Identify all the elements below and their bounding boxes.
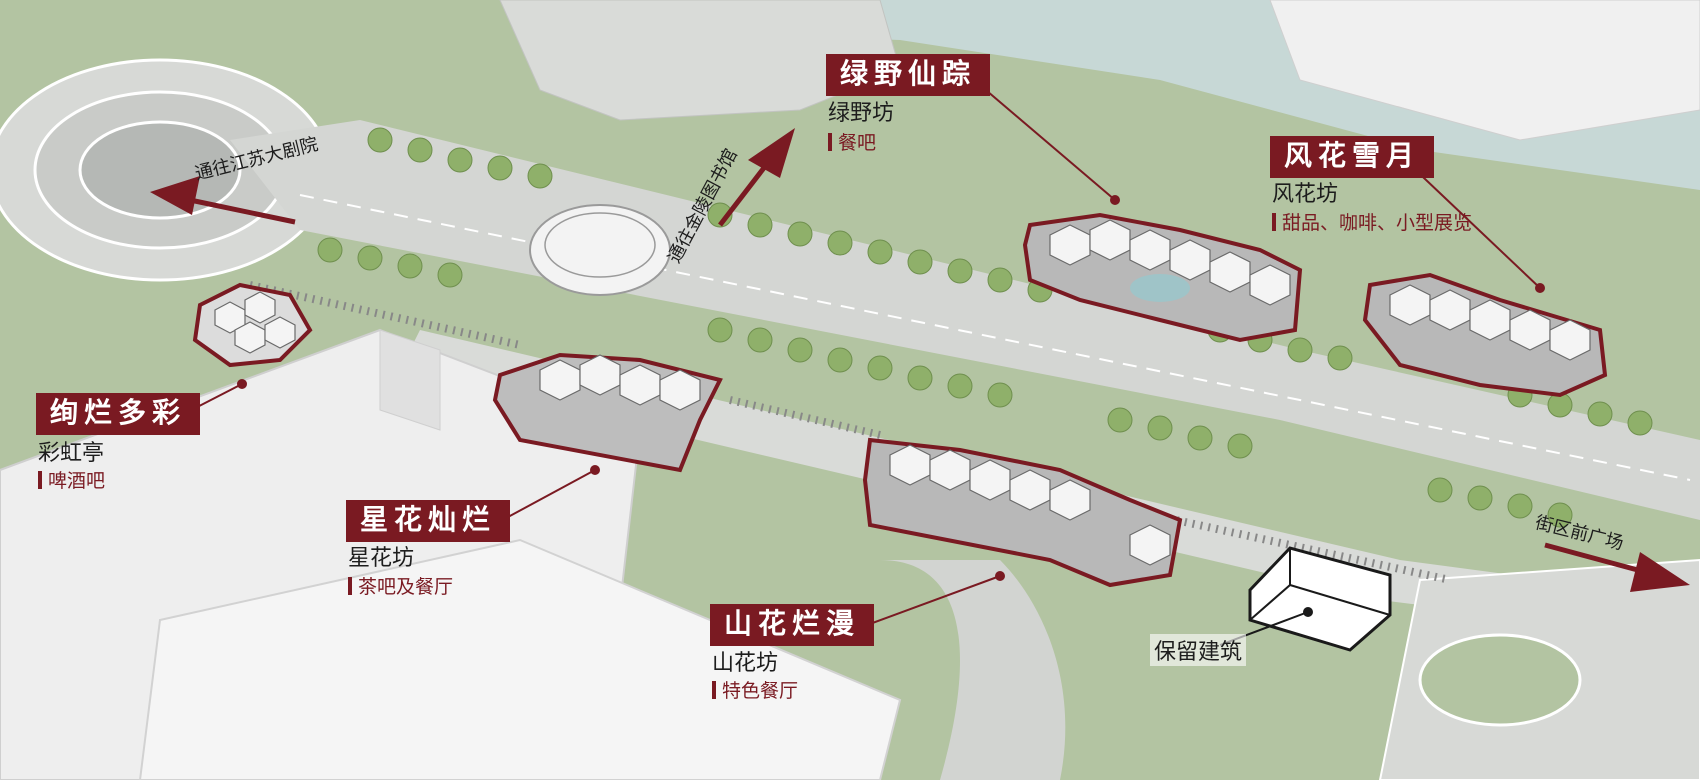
- function-lvye-text: 餐吧: [838, 132, 877, 154]
- arrow-to-theatre-head: [150, 176, 200, 215]
- title-fenghua: 风花雪月: [1270, 136, 1435, 178]
- function-rainbow: 啤酒吧: [38, 466, 105, 493]
- callout-dots: [237, 195, 1545, 617]
- water-building: [1269, 0, 1700, 141]
- reserved-building-roof-edge: [1249, 548, 1391, 621]
- top-building: [499, 0, 901, 121]
- building-block-c: [138, 538, 902, 780]
- curved-road: [880, 560, 1066, 780]
- name-fenghua: 风花坊: [1272, 182, 1339, 207]
- pavilion-lvye-canopies: [1049, 219, 1291, 306]
- name-shanhua: 山花坊: [712, 651, 779, 676]
- function-xinghua: 茶吧及餐厅: [348, 572, 453, 599]
- name-lvye: 绿野坊: [828, 101, 895, 126]
- tree-row-upper: [367, 127, 1653, 436]
- title-shanhua: 山花烂漫: [710, 604, 875, 646]
- arrow-to-plaza-head: [1630, 552, 1690, 592]
- pavilion-xinghua-canopies: [539, 354, 701, 411]
- arrow-to-library: [718, 158, 772, 227]
- avenue-lane: [299, 194, 1691, 481]
- pavilion-shanhua-canopies: [889, 444, 1171, 566]
- arrow-to-plaza: [1544, 542, 1646, 575]
- building-block-b: [379, 329, 441, 431]
- pavilion-rainbow-canopies: [214, 291, 296, 354]
- roundabout-inner: [78, 120, 242, 220]
- function-fenghua: 甜品、咖啡、小型展览: [1272, 208, 1472, 235]
- name-xinghua: 星花坊: [348, 546, 415, 571]
- canopy-string: [249, 281, 1451, 584]
- title-lvye: 绿野仙踪: [826, 54, 991, 96]
- function-lvye: 餐吧: [828, 128, 876, 155]
- pavilion-fenghua-canopies: [1389, 284, 1591, 361]
- rotunda-inner: [544, 212, 656, 278]
- rotunda: [529, 204, 671, 296]
- arrow-to-library-head: [748, 128, 795, 178]
- arrow-to-theatre: [189, 197, 296, 225]
- name-rainbow: 彩虹亭: [38, 441, 105, 466]
- title-rainbow: 绚烂多彩: [36, 393, 201, 435]
- function-fenghua-text: 甜品、咖啡、小型展览: [1282, 212, 1473, 234]
- title-xinghua: 星花灿烂: [346, 500, 511, 542]
- function-shanhua-text: 特色餐厅: [722, 680, 799, 702]
- tree-row-middle: [317, 237, 1573, 528]
- reserved-building-label: 保留建筑: [1150, 634, 1247, 666]
- function-shanhua: 特色餐厅: [712, 676, 798, 703]
- function-rainbow-text: 啤酒吧: [48, 470, 106, 492]
- plaza-circle: [1418, 633, 1582, 727]
- pavilion-lvye-pond: [1130, 274, 1190, 302]
- function-xinghua-text: 茶吧及餐厅: [358, 576, 454, 598]
